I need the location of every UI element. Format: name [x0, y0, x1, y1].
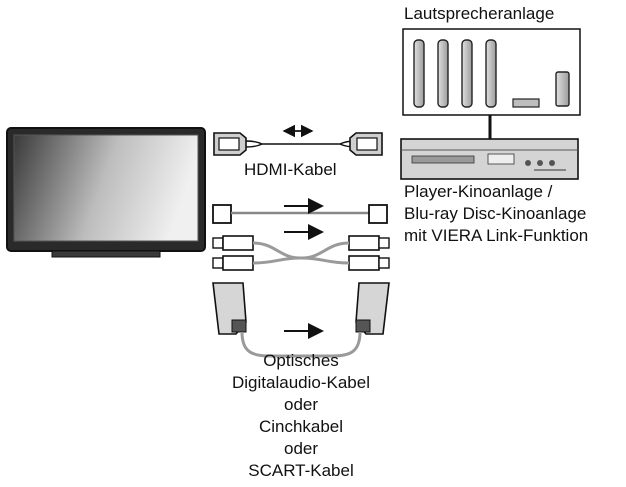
cable-label-line5: oder [283, 439, 319, 458]
cable-label-line2: Digitalaudio-Kabel [232, 373, 370, 392]
player-device-icon [400, 138, 579, 180]
player-label-line2: Blu-ray Disc-Kinoanlage [404, 204, 587, 223]
speaker-system-label: Lautsprecheranlage [404, 4, 555, 23]
cable-label-line1: Optisches [263, 351, 339, 370]
player-label-line1: Player-Kinoanlage / [404, 182, 553, 201]
cable-label-line4: Cinchkabel [258, 417, 344, 436]
hdmi-cable-icon [213, 132, 383, 156]
optical-cable-icon [212, 198, 388, 224]
cable-label-line3: oder [283, 395, 319, 414]
speaker-system-icon [402, 28, 581, 139]
hdmi-cable-label: HDMI-Kabel [244, 160, 337, 179]
player-label-line3: mit VIERA Link-Funktion [404, 226, 589, 245]
tv-icon [6, 127, 206, 258]
scart-cable-icon [212, 282, 390, 358]
cable-label-line6: SCART-Kabel [248, 461, 354, 480]
cinch-cable-icon [212, 224, 390, 271]
